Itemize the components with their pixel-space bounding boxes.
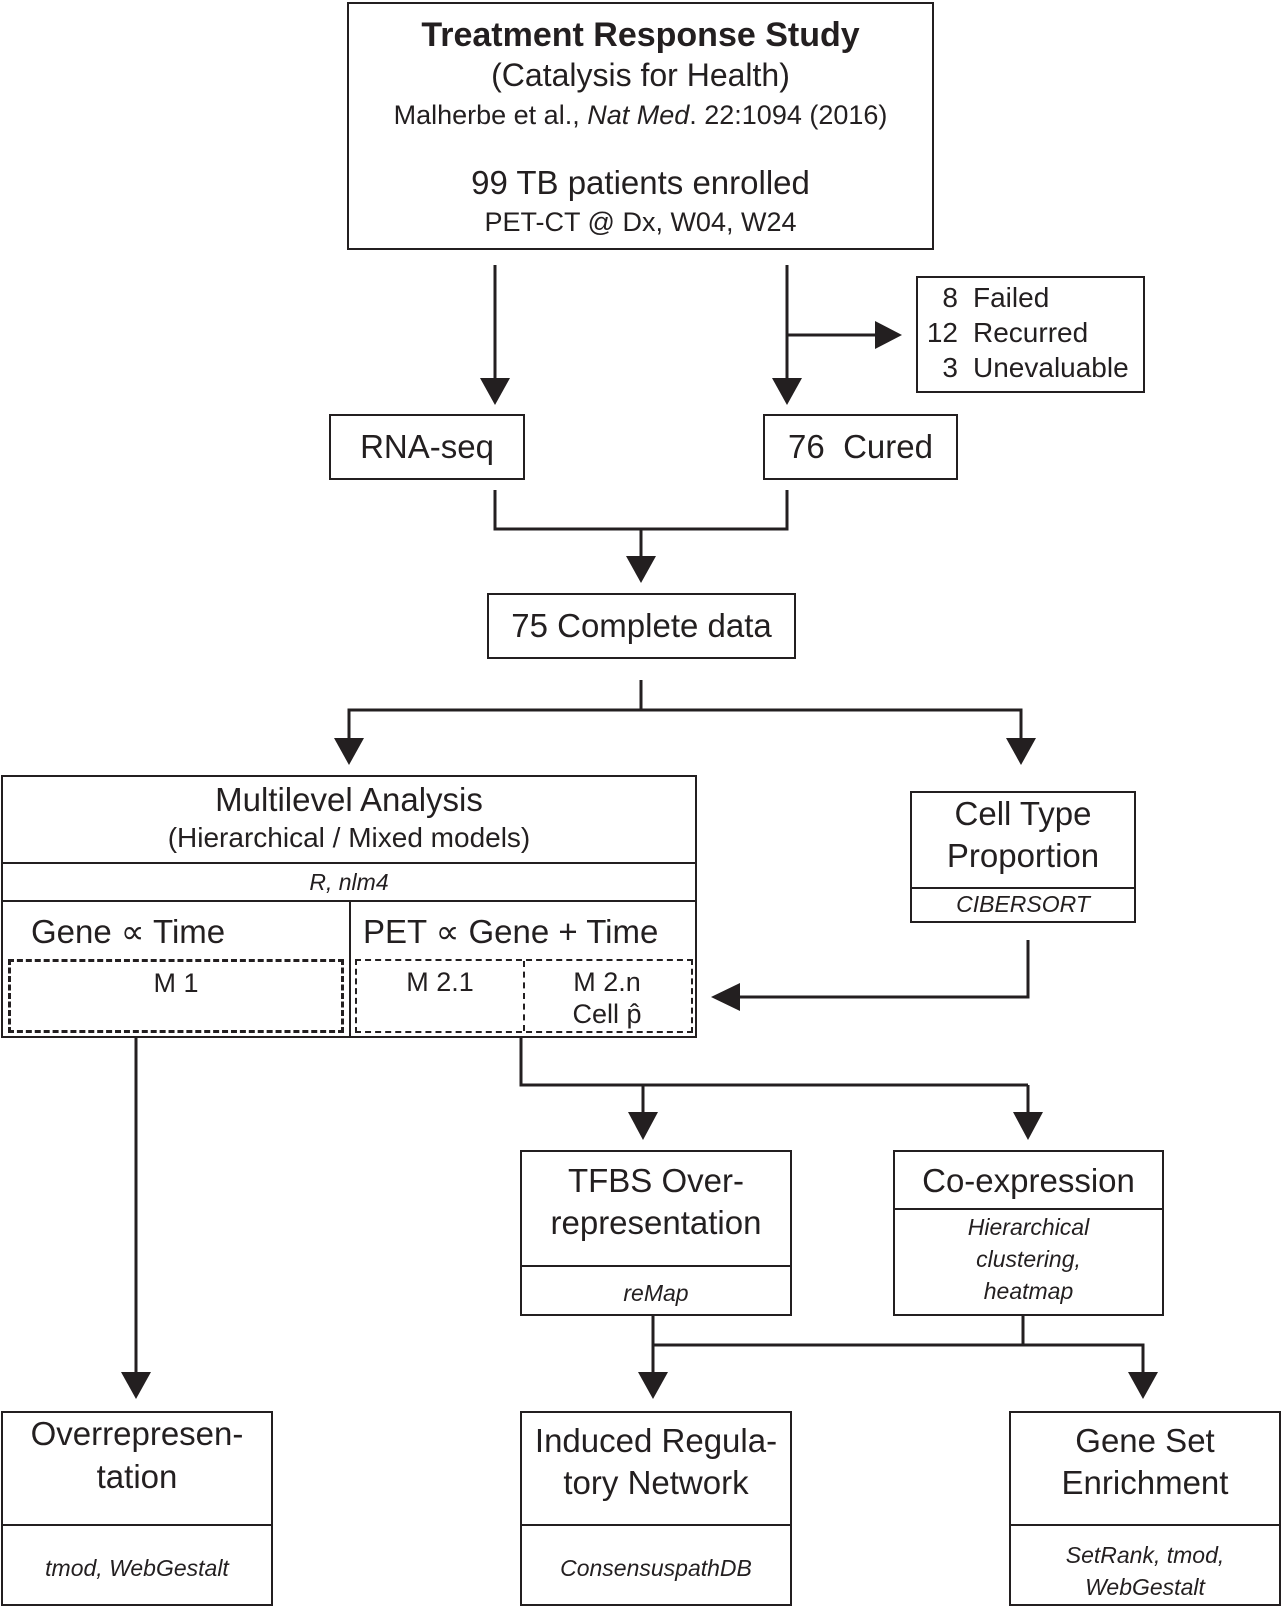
network-line1: Induced Regula-	[534, 1422, 778, 1459]
citation-journal: Nat Med	[587, 100, 690, 130]
m2n-cell-label: Cell p̂	[572, 999, 642, 1029]
enrolled-count: 99 TB patients enrolled	[471, 164, 810, 201]
geneset-tool-1: SetRank, tmod,	[1065, 1542, 1225, 1568]
gene-time-formula: Gene ∝ Time	[31, 913, 226, 950]
divider	[522, 1265, 790, 1267]
citation-rest: . 22:1094 (2016)	[689, 100, 888, 130]
study-box: Treatment Response Study (Catalysis for …	[347, 2, 934, 250]
multilevel-subtitle: (Hierarchical / Mixed models)	[167, 822, 531, 853]
model-m1: M 1	[8, 959, 344, 1033]
tfbs-box: TFBS Over- representation reMap	[520, 1150, 792, 1316]
excluded-count: 12	[926, 317, 958, 348]
m21-label: M 2.1	[406, 967, 474, 997]
divider	[895, 1208, 1162, 1210]
excluded-box: 8 Failed 12 Recurred 3 Unevaluable	[916, 276, 1145, 393]
divider	[1011, 1524, 1279, 1526]
celltype-line2: Proportion	[946, 837, 1100, 874]
cured-label: 76 Cured	[788, 428, 933, 465]
m1-label: M 1	[153, 968, 199, 998]
divider	[3, 862, 695, 864]
multilevel-box: Multilevel Analysis (Hierarchical / Mixe…	[1, 775, 697, 1038]
tfbs-line2: representation	[550, 1204, 762, 1241]
network-tool: ConsensuspathDB	[560, 1555, 752, 1581]
divider	[522, 1524, 790, 1526]
divider	[3, 1524, 271, 1526]
overrep-line2: tation	[96, 1458, 178, 1495]
study-citation: Malherbe et al., Nat Med. 22:1094 (2016)	[349, 100, 932, 131]
multilevel-tools: R, nlm4	[309, 869, 389, 895]
column-divider	[349, 900, 351, 1036]
geneset-line2: Enrichment	[1061, 1464, 1229, 1501]
network-line2: tory Network	[563, 1464, 749, 1501]
imaging-schedule: PET-CT @ Dx, W04, W24	[484, 207, 797, 237]
rnaseq-label: RNA-seq	[360, 428, 494, 465]
celltype-line1: Cell Type	[954, 795, 1092, 832]
coexpression-tool-3: heatmap	[983, 1278, 1074, 1304]
excluded-count: 8	[942, 282, 958, 313]
study-subtitle: (Catalysis for Health)	[491, 57, 790, 93]
excluded-label: Recurred	[973, 317, 1089, 348]
celltype-box: Cell Type Proportion CIBERSORT	[910, 791, 1136, 923]
geneset-line1: Gene Set	[1075, 1422, 1215, 1459]
excluded-label: Failed	[973, 282, 1050, 313]
tfbs-line1: TFBS Over-	[567, 1162, 744, 1199]
coexpression-title: Co-expression	[922, 1162, 1135, 1199]
divider	[912, 887, 1134, 889]
complete-data-label: 75 Complete data	[511, 607, 772, 644]
m2-divider	[523, 961, 525, 1031]
overrep-line1: Overrepresen-	[30, 1415, 244, 1452]
citation-authors: Malherbe et al.,	[393, 100, 588, 130]
excluded-label: Unevaluable	[973, 352, 1129, 383]
coexpression-tool-2: clustering,	[976, 1246, 1081, 1272]
regulatory-network-box: Induced Regula- tory Network Consensuspa…	[520, 1411, 792, 1606]
geneset-tool-2: WebGestalt	[1085, 1574, 1205, 1600]
celltype-tool: CIBERSORT	[956, 891, 1090, 917]
m2n-label: M 2.n	[573, 967, 641, 997]
excluded-count: 3	[942, 352, 958, 383]
overrepresentation-box: Overrepresen- tation tmod, WebGestalt	[1, 1411, 273, 1606]
model-m2: M 2.1 M 2.n Cell p̂	[355, 959, 693, 1033]
complete-data-box: 75 Complete data	[487, 593, 796, 659]
rnaseq-box: RNA-seq	[329, 414, 525, 480]
multilevel-title: Multilevel Analysis	[215, 781, 483, 818]
tfbs-tool: reMap	[623, 1280, 689, 1306]
pet-gene-time-formula: PET ∝ Gene + Time	[363, 913, 659, 950]
overrep-tool: tmod, WebGestalt	[45, 1555, 229, 1581]
coexpression-box: Co-expression Hierarchical clustering, h…	[893, 1150, 1164, 1316]
study-title: Treatment Response Study	[421, 16, 860, 54]
cured-box: 76 Cured	[763, 414, 958, 480]
coexpression-tool-1: Hierarchical	[967, 1214, 1090, 1240]
gene-set-enrichment-box: Gene Set Enrichment SetRank, tmod, WebGe…	[1009, 1411, 1281, 1606]
